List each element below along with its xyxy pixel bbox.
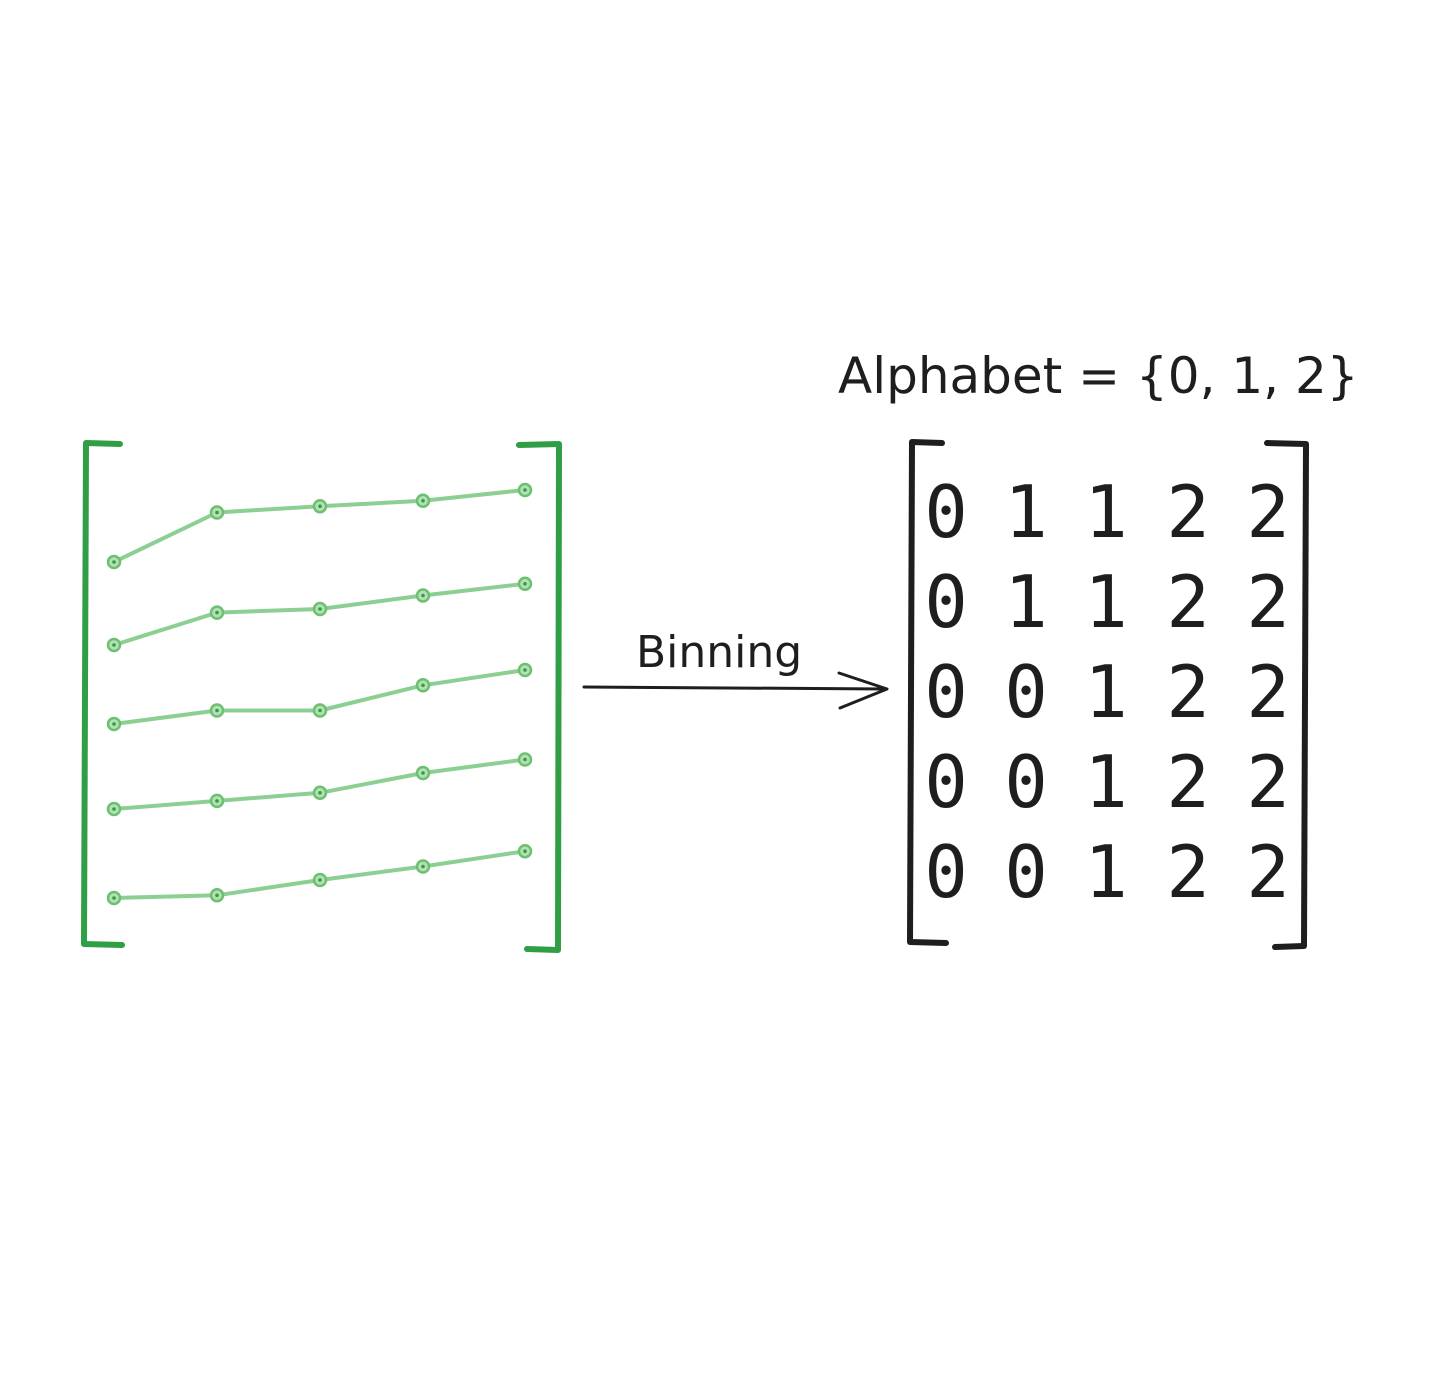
- input-right-bracket: [516, 441, 562, 953]
- series-point-center: [215, 799, 219, 803]
- matrix-cell: 2: [1166, 560, 1209, 644]
- matrix-cell: 1: [1004, 560, 1047, 644]
- matrix-cell: 0: [1004, 650, 1047, 734]
- series-point-center: [523, 757, 527, 762]
- series-point-center: [112, 722, 116, 726]
- series-point-center: [112, 896, 116, 900]
- matrix-cell: 1: [1084, 650, 1127, 734]
- input-series-group: [106, 482, 533, 906]
- matrix-cell: 1: [1084, 560, 1127, 644]
- matrix-cell: 0: [924, 470, 967, 554]
- series-point-center: [215, 510, 219, 515]
- matrix-cell: 2: [1166, 470, 1209, 554]
- binning-arrow: Binning: [582, 627, 889, 710]
- matrix-cell: 2: [1166, 740, 1209, 824]
- series-point-center: [421, 683, 425, 688]
- output-left-bracket: [907, 439, 949, 946]
- matrix-cell: 2: [1246, 560, 1289, 644]
- matrix-cell: 2: [1166, 650, 1209, 734]
- series-point-center: [523, 582, 527, 586]
- series-point-center: [318, 708, 322, 713]
- matrix-cell: 0: [924, 650, 967, 734]
- series-point-center: [421, 771, 425, 775]
- series-point-center: [318, 607, 322, 611]
- matrix-cell: 0: [924, 740, 967, 824]
- matrix-cell: 1: [1004, 470, 1047, 554]
- matrix-cell: 2: [1246, 650, 1289, 734]
- series-point-center: [318, 878, 322, 882]
- matrix-cell: 1: [1084, 830, 1127, 914]
- series-point-center: [112, 807, 116, 811]
- matrix-cell: 1: [1084, 740, 1127, 824]
- series-point-center: [318, 504, 322, 509]
- series-point-center: [421, 593, 425, 598]
- series-point-center: [421, 499, 425, 503]
- arrow-shaft: [582, 685, 887, 691]
- matrix-cell: 2: [1246, 470, 1289, 554]
- series-point-center: [523, 488, 527, 492]
- input-matrix: [81, 440, 562, 953]
- matrix-cell: 1: [1084, 470, 1127, 554]
- matrix-cell: 2: [1246, 830, 1289, 914]
- matrix-cell: 0: [1004, 830, 1047, 914]
- matrix-cell: 0: [1004, 740, 1047, 824]
- matrix-cell: 0: [924, 560, 967, 644]
- series-line-4: [112, 757, 527, 811]
- matrix-cell: 2: [1166, 830, 1209, 914]
- arrow-head: [837, 671, 889, 710]
- alphabet-label: Alphabet = {0, 1, 2}: [838, 347, 1359, 405]
- matrix-cell: 2: [1246, 740, 1289, 824]
- series-point-center: [523, 668, 527, 672]
- series-point-center: [215, 708, 219, 713]
- series-point-center: [318, 791, 322, 795]
- input-left-bracket: [81, 440, 125, 948]
- series-point-center: [112, 560, 116, 564]
- output-right-bracket: [1264, 440, 1309, 950]
- series-point-center: [421, 864, 425, 869]
- series-point-center: [523, 849, 527, 853]
- series-point-center: [215, 893, 219, 898]
- arrow-label: Binning: [636, 627, 802, 678]
- series-point-center: [215, 610, 219, 615]
- series-point-center: [112, 643, 116, 647]
- matrix-cell: 0: [924, 830, 967, 914]
